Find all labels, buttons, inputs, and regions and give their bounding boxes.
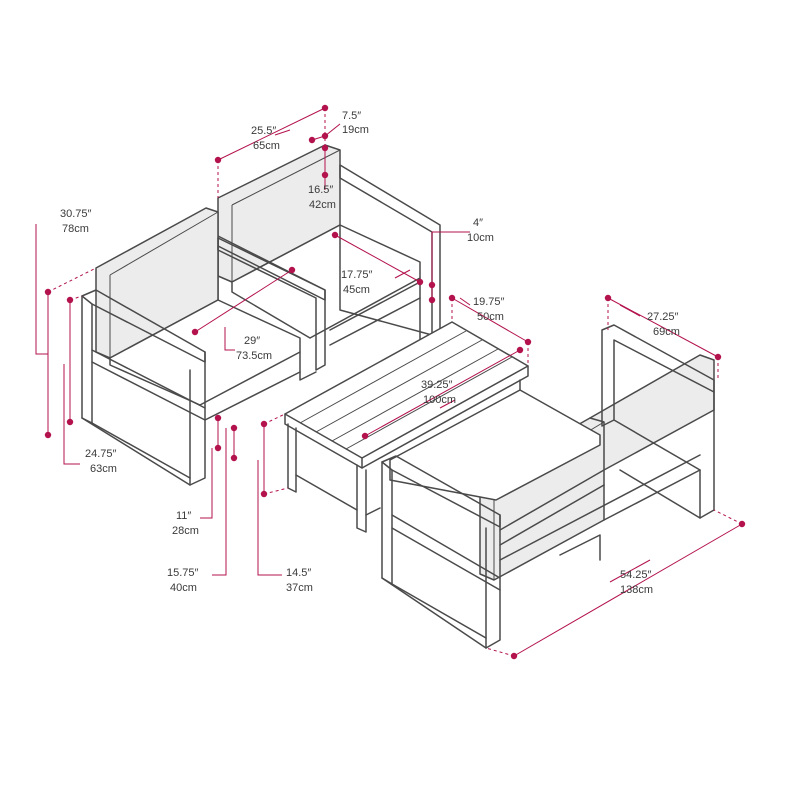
- label-seat-height-in: 15.75″: [167, 567, 199, 579]
- label-seat-thickness-in: 11″: [176, 510, 191, 522]
- table-width-end-dot: [524, 338, 532, 346]
- seat-height-start-dot: [230, 424, 238, 432]
- chair-width-start-dot: [214, 156, 222, 164]
- table-height-end-dot: [260, 490, 268, 498]
- table-height-extension-0: [263, 413, 286, 425]
- label-arm-height-cm: 63cm: [90, 463, 117, 475]
- chair-width-end-dot: [321, 104, 329, 112]
- chair-depth-line: [194, 269, 293, 333]
- label-seat-depth-in: 17.75″: [341, 269, 373, 281]
- chair-height-extension-0: [47, 267, 97, 293]
- label-sofa-length-in: 54.25″: [620, 569, 652, 581]
- seat-depth-leader: [394, 269, 411, 279]
- dimension-lines: [35, 104, 746, 660]
- sofa-length-start-dot: [510, 652, 518, 660]
- label-table-height-cm: 37cm: [286, 582, 313, 594]
- table-length-leader: [439, 399, 456, 409]
- table-length-end-dot: [516, 346, 524, 354]
- seat-depth-end-dot: [416, 278, 424, 286]
- arm-height-leader: [63, 364, 80, 465]
- sofa-back-cushion-right: [589, 354, 715, 471]
- table-width-leader: [459, 297, 471, 306]
- chair-depth-end-dot: [288, 266, 296, 274]
- chair-back-height-end-dot: [321, 171, 329, 179]
- table-height-leader: [257, 460, 282, 576]
- label-seat-height-cm: 40cm: [170, 582, 197, 594]
- label-sofa-depth-cm: 69cm: [653, 326, 680, 338]
- chair-back-depth-leader: [324, 123, 341, 137]
- seat-thickness-start-dot: [214, 414, 222, 422]
- label-table-height-in: 14.5″: [286, 567, 311, 579]
- sofa-length-extension-0: [485, 647, 515, 657]
- label-chair-back-depth-cm: 19cm: [342, 124, 369, 136]
- sofa-seat: [389, 389, 601, 501]
- chair-depth-leader: [224, 327, 235, 351]
- arm-width-start-dot: [428, 281, 436, 289]
- sofa-length-extension-1: [713, 509, 743, 525]
- label-arm-width-in: 4″: [473, 217, 483, 229]
- table-height-start-dot: [260, 420, 268, 428]
- chair-width-leader: [274, 129, 291, 136]
- seat-height-end-dot: [230, 454, 238, 462]
- table-height-extension-1: [263, 487, 289, 495]
- sofa-length-end-dot: [738, 520, 746, 528]
- sofa-depth-start-dot: [604, 294, 612, 302]
- front-armchair: [81, 207, 326, 486]
- label-chair-width-cm: 65cm: [253, 140, 280, 152]
- label-chair-back-depth-in: 7.5″: [342, 110, 361, 122]
- label-table-width-cm: 50cm: [477, 311, 504, 323]
- label-seat-depth-cm: 45cm: [343, 284, 370, 296]
- arm-width-leader: [431, 231, 470, 285]
- dimension-labels: 7.5″ 19cm 25.5″ 65cm 16.5″ 42cm 30.75″ 7…: [60, 110, 680, 596]
- chair-back-depth-end-dot: [321, 132, 329, 140]
- seat-height-leader: [212, 428, 227, 576]
- label-arm-width-cm: 10cm: [467, 232, 494, 244]
- label-table-width-in: 19.75″: [473, 296, 505, 308]
- sofa-length-line: [513, 523, 743, 657]
- label-chair-depth-in: 29″: [244, 335, 260, 347]
- sofa-depth-line: [607, 297, 719, 358]
- chair-width-line: [217, 107, 326, 161]
- chair-height-end-dot: [44, 431, 52, 439]
- chair-height-start-dot: [44, 288, 52, 296]
- seat-thickness-leader: [200, 448, 213, 519]
- arm-width-end-dot: [428, 296, 436, 304]
- sofa-depth-end-dot: [714, 353, 722, 361]
- label-chair-height-in: 30.75″: [60, 208, 92, 220]
- seat-thickness-end-dot: [214, 444, 222, 452]
- table-width-start-dot: [448, 294, 456, 302]
- table-width-line: [451, 297, 529, 343]
- label-table-length-in: 39.25″: [421, 379, 453, 391]
- label-table-length-cm: 100cm: [423, 394, 456, 406]
- label-chair-back-height-in: 16.5″: [308, 184, 333, 196]
- arm-height-start-dot: [66, 296, 74, 304]
- label-sofa-length-cm: 138cm: [620, 584, 653, 596]
- seat-depth-start-dot: [331, 231, 339, 239]
- chair-depth-start-dot: [191, 328, 199, 336]
- sofa-depth-leader: [619, 304, 641, 317]
- label-chair-depth-cm: 73.5cm: [236, 350, 272, 362]
- table-length-start-dot: [361, 432, 369, 440]
- label-sofa-depth-in: 27.25″: [647, 311, 679, 323]
- sofa: [381, 324, 715, 649]
- label-seat-thickness-cm: 28cm: [172, 525, 199, 537]
- chair-height-leader: [35, 224, 48, 355]
- label-arm-height-in: 24.75″: [85, 448, 117, 460]
- seat-depth-line: [334, 234, 421, 283]
- label-chair-back-height-cm: 42cm: [309, 199, 336, 211]
- sofa-length-leader: [609, 559, 651, 583]
- chair-back-height-start-dot: [321, 144, 329, 152]
- label-chair-width-in: 25.5″: [251, 125, 276, 137]
- arm-height-end-dot: [66, 418, 74, 426]
- chair-back-depth-start-dot: [308, 136, 316, 144]
- label-chair-height-cm: 78cm: [62, 223, 89, 235]
- table-length-line: [364, 349, 521, 437]
